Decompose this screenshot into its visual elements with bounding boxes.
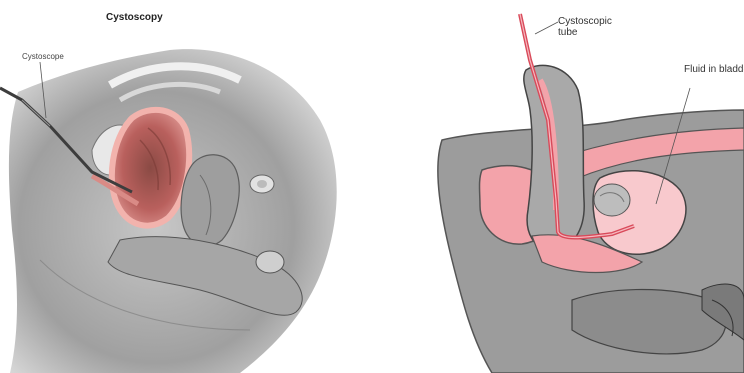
cystoscope-label: Cystoscope (22, 52, 64, 61)
left-illustration-panel: Cystoscopy Cystoscope (0, 0, 372, 373)
cystoscopic-tube-label: Cystoscopic tube (558, 16, 628, 38)
bladder (112, 110, 189, 226)
right-anatomy-drawing (372, 0, 744, 373)
illustration-title: Cystoscopy (106, 12, 163, 23)
prostate (594, 184, 630, 216)
right-illustration-panel: Cystoscopic tube Fluid in bladder (372, 0, 744, 373)
fluid-in-bladder-label: Fluid in bladder (684, 64, 744, 75)
